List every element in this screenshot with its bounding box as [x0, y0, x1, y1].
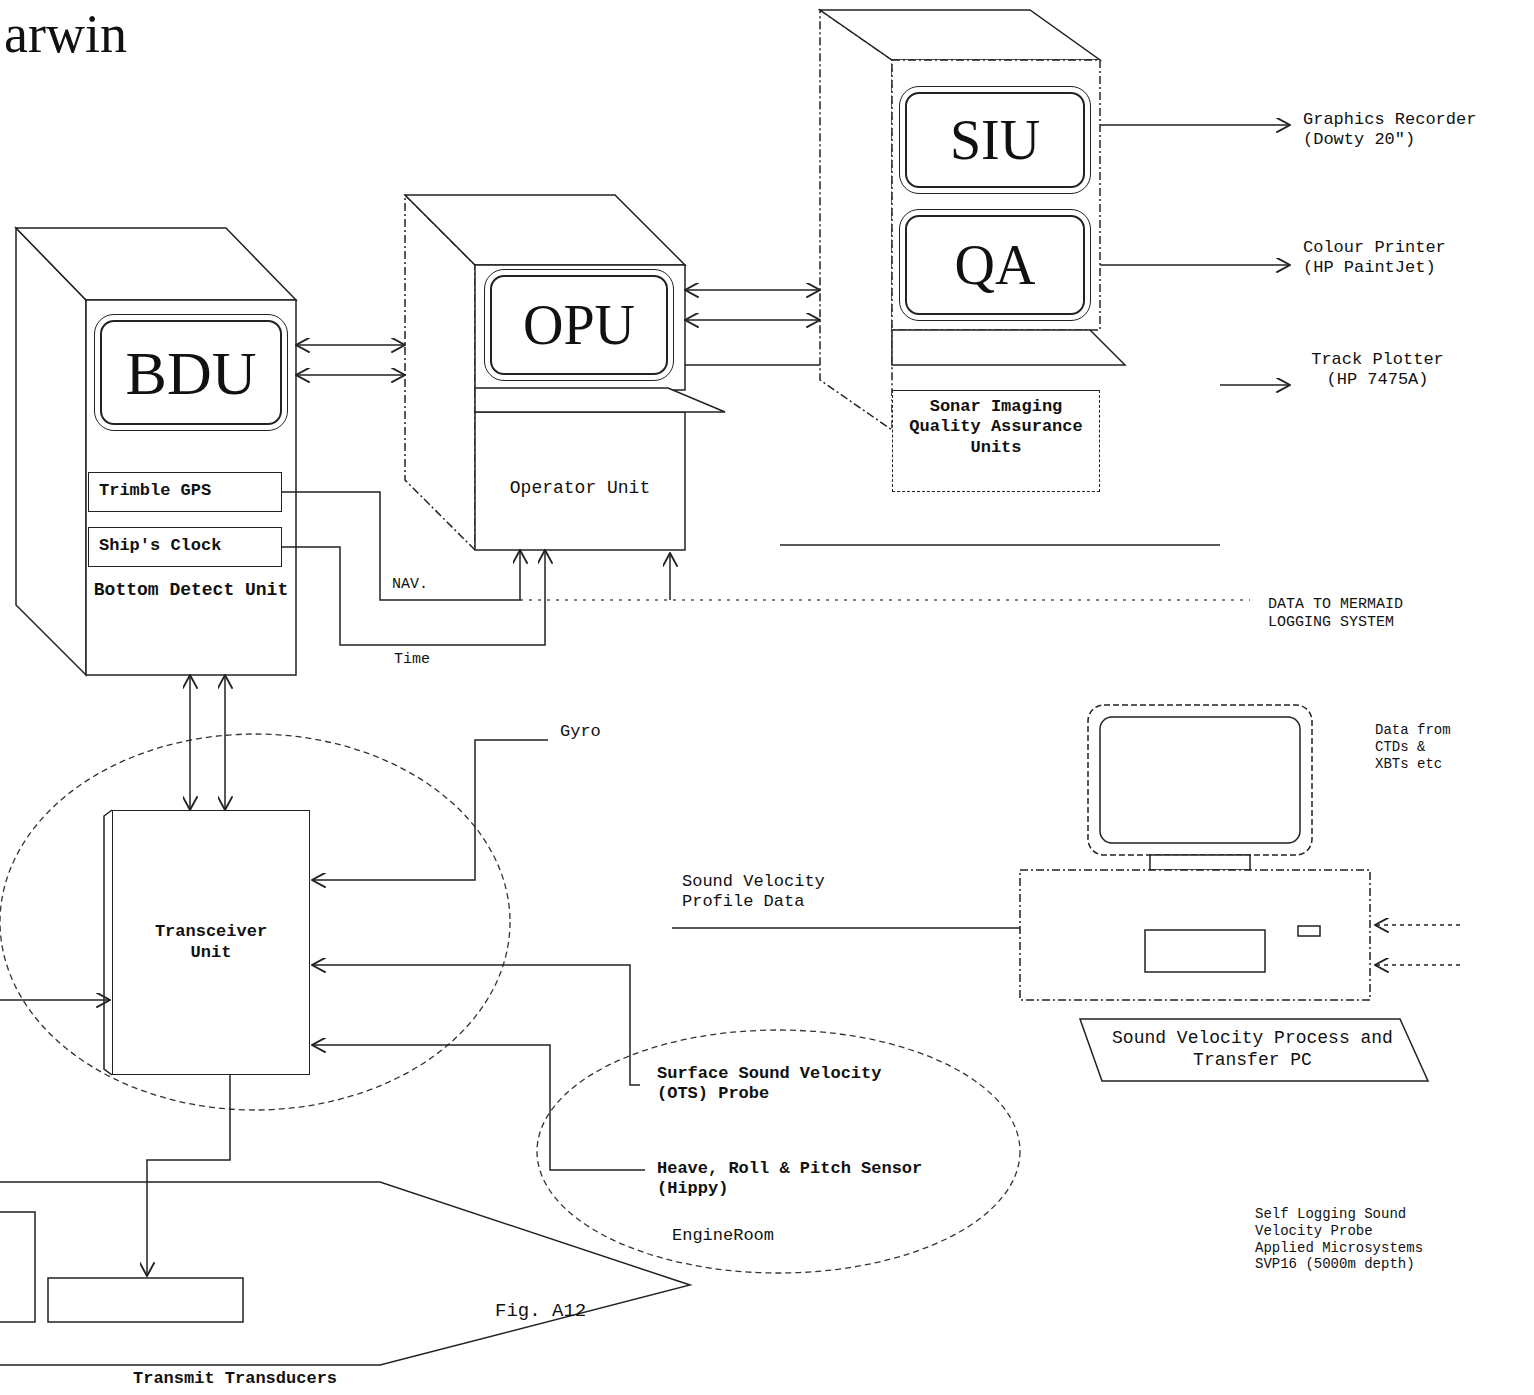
node-text: Transceiver Unit	[141, 922, 281, 963]
signal-line	[312, 965, 640, 1085]
node-text: Trimble GPS	[99, 481, 291, 501]
annotation: Track Plotter (HP 7475A)	[1300, 350, 1455, 391]
connector	[282, 547, 545, 645]
annotation: Gyro	[560, 722, 630, 742]
node-text: BDU	[126, 342, 257, 404]
connector	[224, 675, 226, 810]
computer	[1145, 930, 1265, 972]
cabinet-outline	[820, 10, 892, 430]
cabinet-outline	[820, 10, 1100, 60]
signal-line	[1100, 124, 1290, 126]
ellipse-outline	[537, 1030, 1020, 1273]
screen: OPU	[490, 275, 668, 375]
cabinet-outline	[104, 810, 112, 1075]
node-text: QA	[955, 237, 1036, 293]
node-text: Ship's Clock	[99, 536, 291, 556]
cabinet-outline	[405, 195, 685, 265]
annotation: Self Logging Sound Velocity Probe Applie…	[1255, 1206, 1430, 1273]
region-outline	[0, 734, 510, 1110]
plate-outline	[1080, 1019, 1428, 1081]
computer	[1150, 855, 1250, 870]
computer	[1020, 705, 1370, 1000]
signal-line	[520, 599, 1250, 601]
node-text: Operator Unit	[475, 478, 685, 500]
signal-line	[1220, 384, 1290, 386]
cabinet-outline	[892, 330, 1125, 365]
annotation: Sound Velocity Profile Data	[682, 872, 857, 913]
annotation: DATA TO MERMAID LOGGING SYSTEM	[1268, 596, 1428, 632]
cabinet-outline	[475, 265, 685, 390]
computer	[1100, 717, 1300, 843]
edge-label: Time	[392, 651, 432, 669]
connector	[685, 319, 820, 321]
node-text: Bottom Detect Unit	[86, 580, 296, 602]
signal-line	[0, 999, 110, 1001]
cabinet: Operator Unit OPU	[405, 195, 685, 550]
module-box: Trimble GPS	[88, 472, 282, 512]
signal-line	[669, 553, 671, 600]
screen: BDU	[100, 320, 282, 425]
edge-label: NAV.	[390, 576, 430, 594]
connector	[282, 492, 520, 600]
region-outline	[0, 734, 510, 1110]
cabinet-outline	[16, 10, 1125, 1075]
ship-hull	[0, 1212, 35, 1322]
computer	[1088, 705, 1312, 855]
cabinet: Sonar Imaging Quality Assurance Units SIU…	[820, 10, 1100, 492]
ship-hull	[0, 1182, 690, 1365]
ship-hull	[48, 1278, 243, 1322]
signal-line	[312, 740, 548, 880]
signal-line	[780, 544, 1220, 546]
annotation: Surface Sound Velocity (OTS) Probe	[657, 1064, 902, 1105]
node-text: EngineRoom	[672, 1226, 1159, 1246]
cabinet-outline	[475, 412, 685, 550]
signal-line	[1375, 924, 1460, 926]
signal-line	[147, 1075, 230, 1276]
keyboard-plate: Sound Velocity Process and Transfer PC	[1075, 1018, 1430, 1082]
annotation: Transmit Transducers	[133, 1369, 393, 1389]
connector	[296, 344, 405, 346]
signal-line	[0, 125, 1460, 1276]
signal-line	[1375, 964, 1460, 966]
annotation: Colour Printer (HP PaintJet)	[1303, 238, 1468, 279]
connector	[296, 374, 405, 376]
computer	[1020, 870, 1370, 1000]
cabinet-outline	[16, 228, 86, 675]
computer	[1298, 926, 1320, 936]
screen: QA	[905, 215, 1085, 315]
signal-line	[312, 1045, 645, 1170]
cabinet-outline	[16, 228, 296, 300]
cabinet: Bottom Detect Unit BDU Trimble GPS Ship's C…	[16, 228, 296, 675]
node-text: SIU	[950, 112, 1040, 168]
cabinet-outline	[86, 300, 296, 675]
connector	[685, 289, 820, 291]
annotation: Heave, Roll & Pitch Sensor (Hippy)	[657, 1159, 942, 1200]
annotation: Data from CTDs & XBTs etc	[1375, 722, 1465, 772]
signal-line	[672, 927, 1020, 929]
screen: SIU	[905, 92, 1085, 188]
signal-line	[1100, 264, 1290, 266]
figure-caption: Fig. A12	[495, 1300, 586, 1323]
node-text: OPU	[523, 297, 635, 353]
annotation: Graphics Recorder (Dowty 20")	[1303, 110, 1488, 151]
node-text: Sonar Imaging Quality Assurance Units	[892, 390, 1100, 492]
connector	[685, 364, 820, 366]
unit-box: Transceiver Unit	[112, 810, 310, 1075]
node-text: Sound Velocity Process and Transfer PC	[1103, 1028, 1403, 1071]
ship-hull	[0, 1182, 690, 1365]
cabinet-outline	[892, 60, 1100, 330]
diagram-title: arwin	[4, 2, 127, 67]
module-box: Ship's Clock	[88, 527, 282, 567]
cabinet-outline	[475, 388, 725, 412]
connector	[189, 675, 191, 810]
